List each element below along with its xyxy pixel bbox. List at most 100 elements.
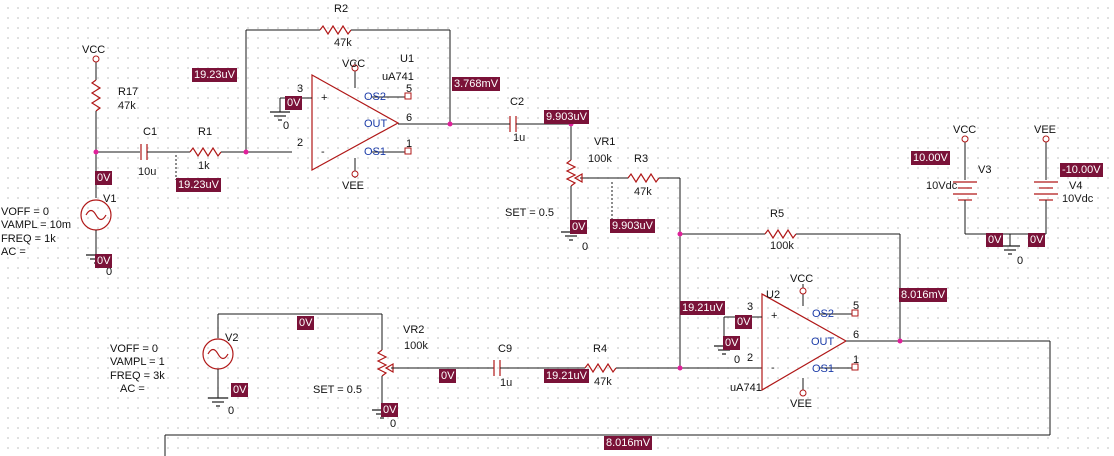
- vr1-ref: VR1: [594, 136, 616, 148]
- v1-ac: AC =: [1, 246, 26, 258]
- probe-v3[interactable]: 10.00V: [911, 151, 950, 165]
- potentiometer-vr1: [565, 159, 577, 187]
- probe-vr1-gnd[interactable]: 0V: [570, 220, 588, 234]
- probe-u1-inverting[interactable]: 19.23uV: [192, 68, 237, 82]
- c1-value: 10u: [138, 166, 157, 178]
- opamp-u2: [761, 292, 848, 392]
- v1-vampl: VAMPL = 10m: [1, 219, 72, 231]
- probe-c2-vr1[interactable]: 9.903uV: [544, 110, 589, 124]
- probe-feedback-bottom[interactable]: 8.016mV: [604, 436, 653, 450]
- c9-value: 1u: [500, 377, 513, 389]
- u1-vcc-label: VCC: [342, 58, 366, 70]
- probe-v3-gnd[interactable]: 0V: [986, 233, 1004, 247]
- resistor-r17: [90, 79, 102, 112]
- opamp-u1: [311, 73, 400, 172]
- r17-value: 47k: [118, 100, 136, 112]
- r2-value: 47k: [334, 37, 352, 49]
- r3-ref: R3: [634, 153, 649, 165]
- v2-ac: AC =: [120, 383, 145, 395]
- c9-ref: C9: [498, 343, 513, 355]
- u2-pin3: 3: [747, 301, 754, 313]
- r5-ref: R5: [770, 208, 785, 220]
- u1-pin6: 6: [406, 112, 413, 124]
- r17-ref: R17: [118, 86, 139, 98]
- v2-freq: FREQ = 3k: [110, 370, 165, 382]
- u1-minus: -: [321, 146, 325, 158]
- u1-os2-label: OS2: [364, 91, 387, 103]
- probe-v1-node[interactable]: 0V: [95, 171, 113, 185]
- probe-v2-gnd[interactable]: 0V: [231, 383, 249, 397]
- probe-vr2-gnd[interactable]: 0V: [381, 403, 399, 417]
- resistor-r1: [189, 146, 222, 158]
- u2-vee-label: VEE: [790, 398, 813, 410]
- c2-value: 1u: [513, 132, 526, 144]
- probe-u2-out[interactable]: 8.016mV: [899, 288, 948, 302]
- r2-ref: R2: [334, 3, 349, 15]
- potentiometer-vr2: [376, 349, 388, 377]
- probe-u2-gnd[interactable]: 0V: [723, 336, 741, 350]
- u1-pin1: 1: [406, 138, 413, 150]
- u2-os1-label: OS1: [812, 363, 835, 375]
- u1-pin5: 5: [406, 83, 413, 95]
- vr2-ref: VR2: [403, 324, 425, 336]
- probe-v4[interactable]: -10.00V: [1060, 163, 1103, 177]
- vr2-set: SET = 0.5: [313, 384, 363, 396]
- probe-u1-out[interactable]: 3.768mV: [452, 77, 501, 91]
- probe-vr1-wiper[interactable]: 9.903uV: [610, 219, 655, 233]
- probe-u2-inv[interactable]: 19.21uV: [680, 301, 725, 315]
- probe-u2-noninv[interactable]: 0V: [735, 315, 753, 329]
- u1-plus: +: [321, 92, 328, 104]
- u2-pin5: 5: [853, 300, 860, 312]
- v3-ref: V3: [978, 164, 992, 176]
- u1-out-label: OUT: [364, 118, 388, 130]
- gnd-label-vr1: 0: [582, 241, 589, 253]
- gnd-label-supplies: 0: [1017, 255, 1024, 267]
- u1-os1-label: OS1: [364, 146, 387, 158]
- u2-ref: U2: [766, 289, 781, 301]
- u2-vcc-label: VCC: [790, 273, 814, 285]
- u2-os2-label: OS2: [812, 308, 835, 320]
- resistor-r3: [627, 172, 660, 184]
- u2-minus: -: [771, 362, 775, 374]
- v3-value: 10Vdc: [926, 180, 958, 192]
- resistor-r2: [319, 24, 352, 36]
- v2-vampl: VAMPL = 1: [110, 356, 165, 368]
- v1-voff: VOFF = 0: [1, 206, 49, 218]
- u1-model: uA741: [382, 71, 414, 83]
- vr1-set: SET = 0.5: [505, 207, 555, 219]
- u1-pin3: 3: [297, 83, 304, 95]
- probe-vr2-out[interactable]: 0V: [439, 369, 457, 383]
- probe-u1-noninv[interactable]: 0V: [285, 96, 303, 110]
- vr2-value: 100k: [404, 340, 428, 352]
- probe-r1-node[interactable]: 19.23uV: [176, 178, 221, 192]
- vr1-value: 100k: [588, 153, 612, 165]
- v4-value: 10Vdc: [1062, 193, 1094, 205]
- gnd-label-vr2: 0: [390, 418, 397, 430]
- u2-model: uA741: [730, 382, 762, 394]
- probe-v2-top[interactable]: 0V: [297, 316, 315, 330]
- gnd-label-v2: 0: [228, 405, 235, 417]
- probe-v4-gnd[interactable]: 0V: [1028, 233, 1046, 247]
- r1-ref: R1: [198, 126, 213, 138]
- c1-ref: C1: [143, 126, 158, 138]
- v1-freq: FREQ = 1k: [1, 233, 56, 245]
- u1-vee-label: VEE: [342, 180, 365, 192]
- vcc-label-left: VCC: [82, 44, 106, 56]
- probe-r4-node[interactable]: 19.21uV: [544, 369, 589, 383]
- r4-ref: R4: [593, 343, 608, 355]
- probe-v1-gnd[interactable]: 0V: [95, 254, 113, 268]
- u2-plus: +: [771, 310, 778, 322]
- u2-out-label: OUT: [811, 336, 835, 348]
- r4-value: 47k: [594, 376, 612, 388]
- r1-value: 1k: [198, 160, 210, 172]
- r3-value: 47k: [634, 186, 652, 198]
- v4-vee-label: VEE: [1034, 124, 1057, 136]
- v2-voff: VOFF = 0: [110, 343, 158, 355]
- c2-ref: C2: [510, 96, 525, 108]
- resistor-r4: [584, 362, 617, 374]
- gnd-label-v1: 0: [106, 266, 113, 278]
- v1-ref: V1: [103, 193, 117, 205]
- u2-pin2: 2: [747, 352, 754, 364]
